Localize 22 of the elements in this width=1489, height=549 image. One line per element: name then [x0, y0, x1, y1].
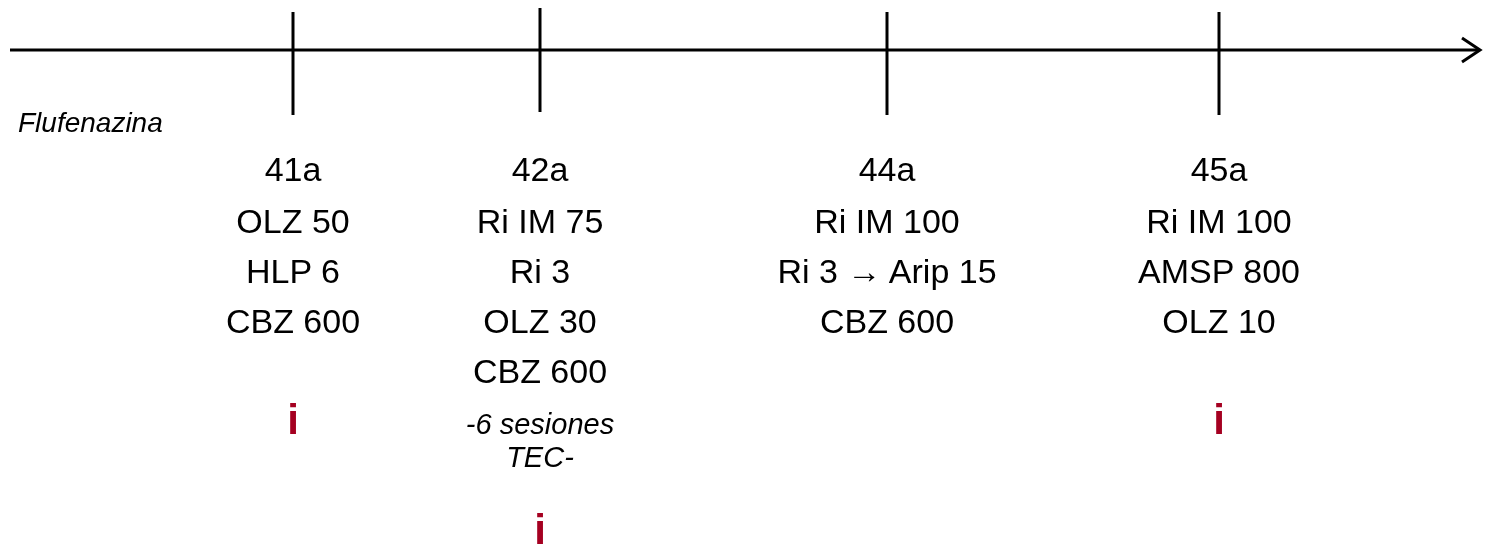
medication-label: CBZ 600	[225, 302, 361, 342]
medication-label: AMSP 800	[1138, 252, 1300, 292]
axis-caption: Flufenazina	[18, 106, 163, 140]
medication-label: Ri 3 → Arip 15	[777, 252, 997, 292]
age-label: 44a	[858, 150, 916, 190]
medication-label: OLZ 30	[483, 302, 597, 342]
medication-label: CBZ 600	[819, 302, 955, 342]
age-label: 42a	[511, 150, 569, 190]
medication-label: Ri IM 75	[476, 202, 604, 242]
medication-label: OLZ 50	[236, 202, 350, 242]
age-label: 45a	[1190, 150, 1248, 190]
medication-label: Ri 3	[509, 252, 571, 292]
info-marker: i	[287, 395, 299, 445]
medication-label: Ri IM 100	[814, 202, 960, 242]
info-marker: i	[1213, 395, 1225, 445]
info-marker: i	[534, 505, 546, 549]
age-label: 41a	[264, 150, 322, 190]
medication-label: Ri IM 100	[1146, 202, 1292, 242]
medication-label: OLZ 10	[1162, 302, 1276, 342]
medication-label: HLP 6	[246, 252, 340, 292]
medication-label: CBZ 600	[472, 352, 608, 392]
treatment-note: -6 sesiones TEC-	[464, 407, 616, 475]
